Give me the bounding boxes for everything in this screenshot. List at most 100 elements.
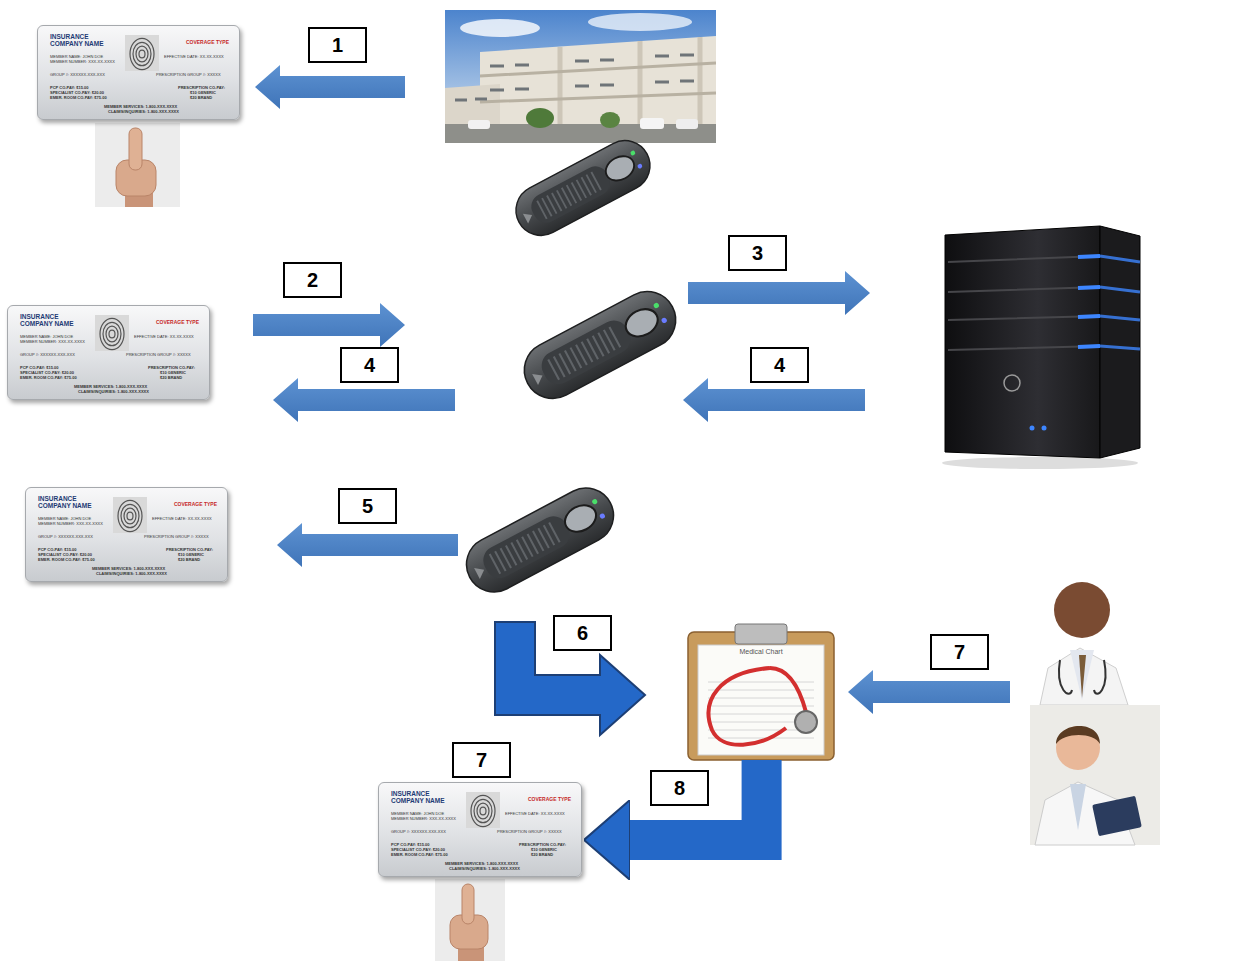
card-text: PRESCRIPTION GROUP #: XXXXX (126, 353, 191, 357)
insurance-card: INSURANCE COMPANY NAME COVERAGE TYPE MEMBE… (37, 25, 240, 120)
insurance-card: INSURANCE COMPANY NAMECOVERAGE TYPEMEMBE… (378, 782, 582, 877)
flow-arrow (273, 378, 455, 422)
card-text: $10 GENERIC (531, 848, 557, 852)
card-text: PRESCRIPTION CO-PAY: (166, 548, 213, 552)
card-text: PRESCRIPTION GROUP #: XXXXX (156, 73, 221, 77)
server-tower (1042, 426, 1047, 431)
card-text: MEMBER SERVICES: 1-800-XXX-XXXX (74, 385, 147, 389)
building-photo (468, 120, 490, 129)
medical-chart-clipboard (709, 668, 786, 745)
card-text: GROUP #: XXXXXX-XXX-XXX (391, 830, 446, 834)
bent-arrow (495, 622, 645, 735)
fingerprint-image (466, 792, 500, 828)
server-tower (942, 226, 1140, 469)
finger-photo (435, 879, 505, 961)
card-text: $20 BRAND (178, 558, 200, 562)
fingerprint-image (474, 799, 492, 822)
card-text: PRESCRIPTION GROUP #: XXXXX (144, 535, 209, 539)
server-tower (1100, 226, 1140, 458)
card-text: EMER. ROOM CO-PAY: $75.00 (391, 853, 448, 857)
server-tower (1030, 426, 1035, 431)
card-text: COVERAGE TYPE (186, 40, 229, 46)
card-text: $10 GENERIC (178, 553, 204, 557)
card-text: MEMBER NAME: JOHN DOE (20, 335, 73, 339)
medical-chart-clipboard (688, 632, 834, 760)
card-text: EMER. ROOM CO-PAY: $75.00 (50, 96, 107, 100)
fingerprint-image (127, 512, 133, 520)
illustration (457, 478, 623, 601)
finger-photo (129, 128, 142, 170)
doctor-photo (1030, 705, 1160, 845)
fingerprint-image (136, 46, 148, 62)
card-text: MEMBER SERVICES: 1-800-XXX-XXXX (445, 862, 518, 866)
finger-photo (462, 884, 474, 924)
insurance-card: INSURANCE COMPANY NAMECOVERAGE TYPEMEMBE… (7, 305, 210, 400)
card-text: SPECIALIST CO-PAY: $20.00 (50, 91, 104, 95)
fingerprint-image (125, 35, 159, 71)
card-text: MEMBER NUMBER: XXX-XX-XXXX (391, 817, 456, 821)
flow-arrow (688, 271, 870, 315)
callout-number: 4 (750, 347, 809, 383)
card-text: $10 GENERIC (160, 371, 186, 375)
server-tower (945, 226, 1100, 458)
fingerprint-image (130, 38, 154, 69)
building-photo (600, 112, 620, 128)
callout-number: 7 (930, 634, 989, 670)
chart-title: Medical Chart (698, 648, 824, 656)
doctor-photo (1070, 650, 1094, 700)
server-tower (942, 457, 1138, 469)
card-text: EFFECTIVE DATE: XX-XX-XXXX (152, 517, 212, 521)
card-text: COVERAGE TYPE (528, 797, 571, 803)
card-text: EFFECTIVE DATE: XX-XX-XXXX (164, 55, 224, 59)
callout-number: 4 (340, 347, 399, 383)
card-text: EMER. ROOM CO-PAY: $75.00 (38, 558, 95, 562)
card-text: GROUP #: XXXXXX-XXX-XXX (50, 73, 105, 77)
building-photo (445, 10, 716, 143)
card-text: COVERAGE TYPE (156, 320, 199, 326)
card-text: INSURANCE COMPANY NAME (50, 33, 108, 47)
server-tower (1004, 375, 1020, 391)
doctor-photo (1030, 557, 1228, 705)
doctor-photo (1056, 726, 1100, 770)
card-text: CLAIMS/INQUIRIES: 1-800-XXX-XXXX (78, 390, 149, 394)
card-text: PCP CO-PAY: $15.00 (50, 86, 89, 90)
medical-chart-clipboard (735, 624, 787, 644)
fingerprint-image (100, 318, 124, 349)
building-photo (676, 119, 698, 129)
fingerprint-image (103, 322, 121, 345)
card-text: EFFECTIVE DATE: XX-XX-XXXX (134, 335, 194, 339)
card-text: MEMBER NAME: JOHN DOE (38, 517, 91, 521)
bent-arrow (495, 622, 645, 735)
finger-photo (435, 879, 505, 961)
fingerprint-image (118, 500, 142, 531)
card-text: EMER. ROOM CO-PAY: $75.00 (20, 376, 77, 380)
server-tower (948, 256, 1100, 350)
card-text: GROUP #: XXXXXX-XXX-XXX (38, 535, 93, 539)
doctor-photo (1056, 726, 1100, 744)
callout-number: 7 (452, 742, 511, 778)
illustration (507, 132, 659, 244)
flow-arrow (683, 378, 865, 422)
card-text: MEMBER NUMBER: XXX-XX-XXXX (38, 522, 103, 526)
fingerprint-image (133, 42, 151, 65)
medical-chart-clipboard (770, 668, 806, 712)
building-photo (526, 108, 554, 128)
building-photo (460, 19, 540, 37)
card-text: $20 BRAND (531, 853, 553, 857)
card-text: EFFECTIVE DATE: XX-XX-XXXX (505, 812, 565, 816)
callout-number: 3 (728, 235, 787, 271)
card-text: MEMBER NAME: JOHN DOE (50, 55, 103, 59)
doctor-photo (1040, 648, 1128, 705)
fingerprint-image (95, 315, 129, 351)
fingerprint-image (121, 504, 139, 527)
card-text: PCP CO-PAY: $15.00 (391, 843, 430, 847)
fingerprint-image (109, 330, 115, 338)
illustration (514, 282, 685, 409)
medical-chart-clipboard (698, 645, 824, 755)
flow-arrow (277, 523, 458, 567)
flow-arrow (253, 303, 405, 347)
